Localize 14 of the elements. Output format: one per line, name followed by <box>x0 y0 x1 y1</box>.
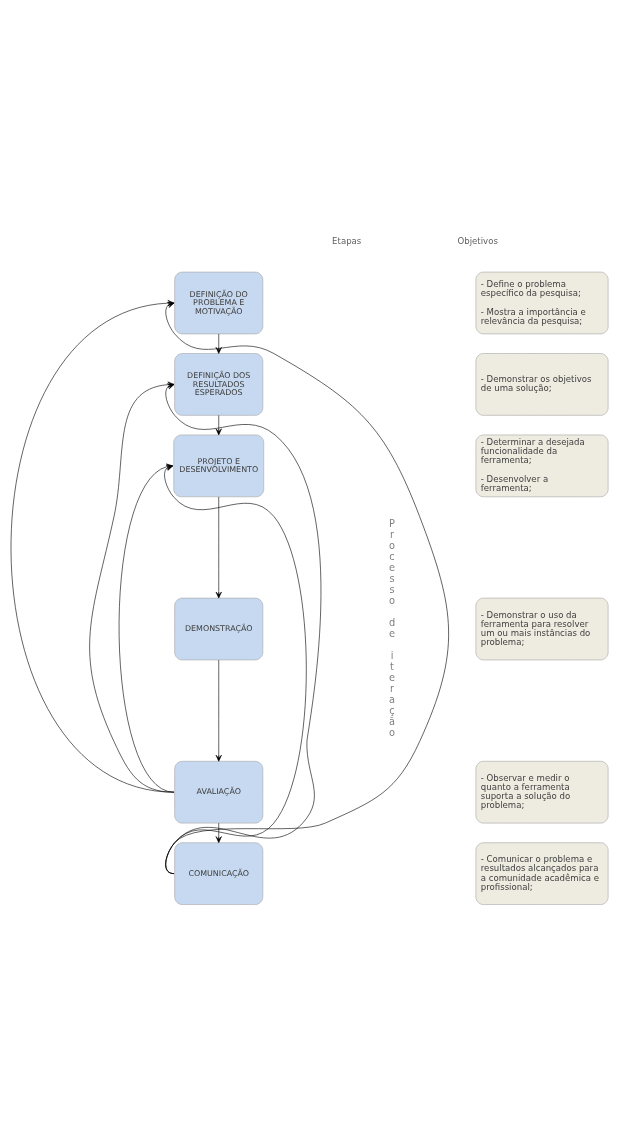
node-box: - Comunicar o problema e resultados alcançados para a comunidade acadêmica e profissional; <box>475 842 609 905</box>
arrow <box>215 415 222 436</box>
arrow <box>215 659 222 762</box>
arrow <box>215 496 222 599</box>
node-box: - Demonstrar o uso da ferramenta para resolver um ou mais instâncias do problema; <box>475 597 609 661</box>
label: Etapas <box>332 235 362 246</box>
node-box: - Observar e medir o quanto a ferramenta suporta a solução do problema; <box>475 760 609 824</box>
node-box: - Define o problema específico da pesquisa; - Mostra a importância e relevância da pesquisa; <box>475 271 609 335</box>
label: Objetivos <box>457 235 498 246</box>
label: Processo de iteração <box>388 517 396 739</box>
node-box: - Demonstrar os objetivos de uma solução; <box>475 353 609 416</box>
node-box: - Determinar a desejada funcionalidade da ferramenta; - Desenvolver a ferramenta; <box>475 434 609 498</box>
arrow <box>215 822 222 843</box>
arrow <box>215 333 222 354</box>
